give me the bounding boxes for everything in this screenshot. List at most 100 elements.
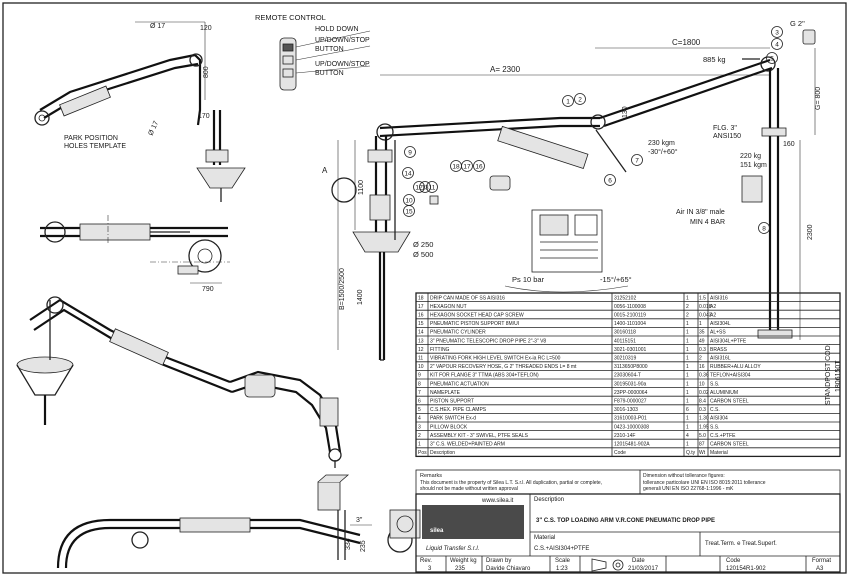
dim-d250: Ø 250	[413, 240, 433, 249]
detail-a-circle	[331, 177, 357, 203]
bom-row-weight: 0.36	[699, 373, 709, 379]
bom-row-code: 23030604-T	[614, 373, 641, 379]
callout-balloon-11	[426, 181, 438, 193]
callout-4: 4	[775, 42, 779, 49]
bom-row-weight: 1.30	[699, 416, 709, 422]
bom-row-qty: 1	[686, 356, 689, 362]
bracket	[177, 265, 199, 275]
leader-line	[295, 30, 371, 48]
bom-row-code: 30210319	[614, 356, 636, 362]
bom-row-weight: 0.3	[699, 347, 706, 353]
bom-row-code: 30195031-90a	[614, 381, 646, 387]
piston-link	[595, 129, 627, 173]
dim-d17-b: Ø 17	[147, 120, 160, 137]
bom-row-code: 40115151	[614, 338, 636, 344]
callout-balloon-9	[404, 146, 416, 158]
front-cylinder	[179, 517, 251, 533]
swivel-joint-top	[189, 53, 203, 67]
bom-row-qty: 1	[686, 338, 689, 344]
bom-row-pos: 7	[418, 390, 421, 396]
mid-left-side-view: 790	[40, 215, 230, 293]
leader-line	[295, 65, 371, 74]
callout-balloon-16	[473, 160, 485, 172]
callout-balloon-18	[450, 160, 462, 172]
bom-row-pos: 1	[418, 442, 421, 448]
iso-bottom-swivel	[328, 448, 342, 462]
button-label-1: BUTTON	[315, 46, 344, 53]
callout-11: 11	[429, 185, 436, 192]
bom-row-description: PILLOW BLOCK	[430, 424, 468, 430]
drawing-description: 3" C.S. TOP LOADING ARM V.R.CONE PNEUMAT…	[536, 518, 715, 524]
bom-row-material: AISI304	[710, 416, 728, 422]
rev-label: Rev.	[420, 558, 432, 564]
bom-frame	[415, 292, 841, 458]
date-value: 21/03/2017	[628, 566, 659, 572]
bom-row-description: FITTING	[430, 347, 450, 353]
remarks-line-2: should not be made without written appro…	[420, 486, 518, 492]
arm-inner-pipe	[43, 62, 199, 119]
bom-row-pos: 5	[418, 407, 421, 413]
remote-hold-button	[282, 43, 294, 52]
park-label-2: HOLES TEMPLATE	[64, 143, 126, 150]
bom-row-weight: 0.02	[699, 390, 709, 396]
bom-row-code: 31610003-P01	[614, 416, 647, 422]
dim-b-range: B=1500/2500	[339, 268, 346, 310]
bom-header-qty: Q.ty	[686, 450, 696, 456]
bom-row-pos: 12	[418, 347, 424, 353]
remarks-label: Remarks	[420, 473, 442, 479]
bom-row-qty: 1	[686, 373, 689, 379]
silea-logo: silea	[430, 528, 444, 534]
bom-row-qty: 1	[686, 442, 689, 448]
dim-160: 160	[783, 141, 795, 148]
front-standpost-head	[389, 509, 421, 539]
cone-top-circle	[188, 239, 222, 273]
bom-row-material: AISI316	[710, 295, 728, 301]
bom-header-weight: Wt	[699, 450, 706, 456]
bom-row-material: A2	[710, 313, 716, 319]
swivel-hub	[38, 114, 46, 122]
button-label-2: BUTTON	[315, 70, 344, 77]
callout-1: 1	[566, 99, 570, 106]
main-cylinder	[497, 125, 589, 170]
bom-row-code: F879-0000027	[614, 399, 647, 405]
callout-10: 10	[405, 198, 413, 205]
bom-row-description: VIBRATING FORK HIGH LEVEL SWITCH Ex-ia R…	[430, 356, 561, 362]
swivel-standpost	[760, 56, 776, 72]
main-elevation-view: A= 2300 C=1800 885 kg G 2" G= 800 FLG. 3…	[322, 19, 842, 405]
dim-120: 120	[200, 25, 212, 32]
company-name: Liquid Transfer S.r.l.	[426, 546, 479, 552]
rev-value: 3	[428, 566, 432, 572]
drawn-value: Davide Chiavaro	[486, 566, 531, 572]
callout-8: 8	[762, 226, 766, 233]
bom-row-pos: 8	[418, 381, 421, 387]
cone-inner-circle	[197, 248, 213, 264]
callout-balloon-1	[562, 95, 574, 107]
nameplate-ce	[574, 214, 598, 236]
standpost-base	[757, 329, 793, 339]
angle-15-65: -15°/+65°	[600, 275, 632, 284]
callout-balloon-5	[766, 52, 778, 64]
isometric-view	[16, 296, 342, 468]
bom-row-weight: 16	[699, 364, 705, 370]
bom-row-qty: 1	[686, 381, 689, 387]
bom-row-material: CARBON STEEL	[710, 399, 749, 405]
bom-row-material: AISI316L	[710, 356, 731, 362]
date-label: Date	[632, 558, 645, 564]
remote-control-detail: REMOTE CONTROL HOLD DOWN UP/DOWN/STOP BU…	[255, 13, 371, 91]
material-value: C.S.+AISI304+PTFE	[534, 546, 589, 552]
vr-cone	[196, 167, 246, 189]
callout-6: 6	[608, 178, 612, 185]
dim-170: 170	[198, 113, 210, 120]
callout-2: 2	[578, 97, 582, 104]
material-label: Material	[534, 535, 555, 541]
dim-d500: Ø 500	[413, 250, 433, 259]
dim-a-2300: A= 2300	[490, 65, 521, 74]
bom-row-pos: 3	[418, 424, 421, 430]
bom-row-description: 2" VAPOUR RECOVERY HOSE, G 2" THREADED E…	[430, 364, 577, 370]
callout-14: 14	[404, 171, 412, 178]
callout-13: 13	[421, 185, 429, 192]
main-outer-arm-bottom	[379, 124, 600, 138]
iso-elbow	[244, 374, 276, 398]
detail-a-label: A	[322, 166, 328, 175]
bom-row-weight: 0.043	[699, 313, 712, 319]
